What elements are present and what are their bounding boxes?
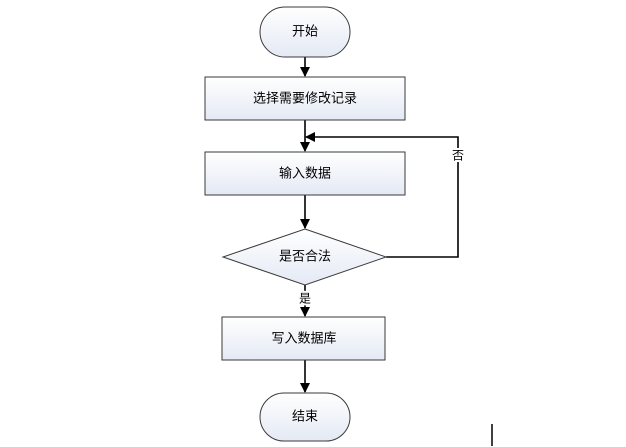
node-end-label: 结束 bbox=[292, 410, 318, 425]
node-input-data-label: 输入数据 bbox=[279, 166, 331, 182]
node-write-db-label: 写入数据库 bbox=[271, 331, 336, 347]
node-write-db: 写入数据库 bbox=[221, 316, 386, 361]
node-start-label: 开始 bbox=[292, 25, 318, 40]
node-input-data: 输入数据 bbox=[204, 151, 406, 196]
edge-decision-no-loop bbox=[305, 132, 459, 258]
node-end: 结束 bbox=[259, 392, 351, 442]
node-is-valid-decision: 是否合法 bbox=[221, 228, 388, 286]
connectors bbox=[300, 57, 459, 393]
node-select-record: 选择需要修改记录 bbox=[204, 76, 406, 121]
edge-label-yes: 是 bbox=[299, 292, 311, 306]
node-is-valid-label: 是否合法 bbox=[279, 250, 331, 265]
node-select-record-label: 选择需要修改记录 bbox=[253, 92, 357, 107]
node-start: 开始 bbox=[259, 6, 351, 58]
edge-label-no: 否 bbox=[452, 149, 464, 163]
